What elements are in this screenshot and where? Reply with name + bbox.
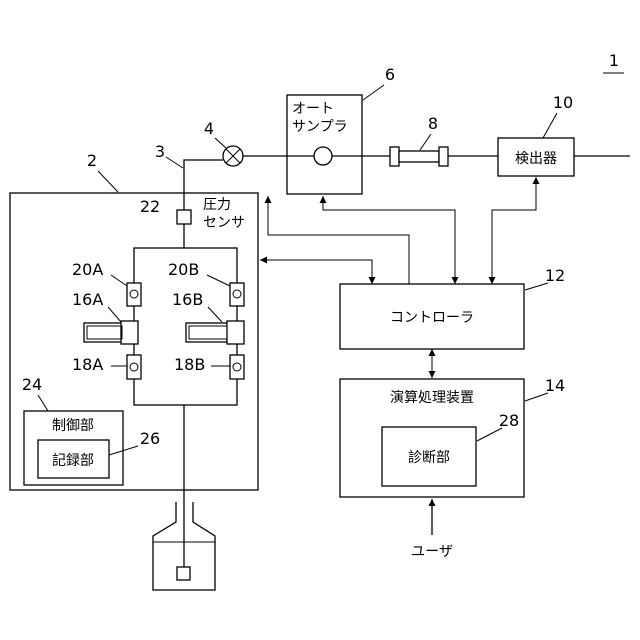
valve-leader xyxy=(215,138,226,148)
check-valve-20b-leader xyxy=(207,275,230,286)
pipe-leader xyxy=(166,157,183,168)
autosampler-number: 6 xyxy=(385,65,395,84)
signal-autosampler-b xyxy=(323,196,455,284)
check-valve-18a-number: 18A xyxy=(72,355,103,374)
pressure-sensor-number: 22 xyxy=(140,197,160,216)
controller-label: コントローラ xyxy=(390,310,474,326)
signal-detector xyxy=(492,177,536,284)
pump-16a xyxy=(84,321,138,344)
signal-autosampler xyxy=(268,196,409,284)
valve-number: 4 xyxy=(204,119,214,138)
recording-unit-label: 記録部 xyxy=(52,452,94,469)
check-valve-20a xyxy=(127,283,141,306)
check-valve-20b-number: 20B xyxy=(168,260,199,279)
pump-16b xyxy=(186,321,244,344)
pressure-sensor-label-2: センサ xyxy=(203,215,245,231)
processor-number: 14 xyxy=(545,376,565,395)
pump-16b-leader xyxy=(208,307,222,322)
pump-16a-number: 16A xyxy=(72,290,103,309)
check-valve-20b xyxy=(230,283,244,306)
autosampler-leader xyxy=(363,85,384,100)
pump-16b-number: 16B xyxy=(172,290,203,309)
control-unit-label: 制御部 xyxy=(52,418,94,434)
check-valve-20a-number: 20A xyxy=(72,260,103,279)
pump-16a-leader xyxy=(108,307,121,322)
autosampler-port xyxy=(314,147,332,165)
controller-number: 12 xyxy=(545,266,565,285)
column-number: 8 xyxy=(428,114,438,133)
check-valve-18a xyxy=(127,355,141,379)
diagnosis-leader xyxy=(477,428,502,441)
column-8 xyxy=(390,147,448,166)
autosampler-label-1: オート xyxy=(292,101,334,117)
valve-4 xyxy=(223,146,243,166)
controller-leader xyxy=(525,283,548,290)
autosampler-label-2: サンプラ xyxy=(292,119,348,135)
control-unit-number: 24 xyxy=(22,375,42,394)
system-number: 1 xyxy=(609,51,619,70)
diagnosis-number: 28 xyxy=(499,411,519,430)
pipe-number: 3 xyxy=(155,142,165,161)
control-unit-leader xyxy=(38,395,48,411)
processor-leader xyxy=(525,393,548,401)
detector-label: 検出器 xyxy=(515,151,557,167)
check-valve-20a-leader xyxy=(111,275,127,286)
pump-unit-leader xyxy=(98,171,118,192)
diagnosis-label: 診断部 xyxy=(408,450,450,466)
user-label: ユーザ xyxy=(411,544,453,560)
pressure-sensor xyxy=(177,210,191,224)
pressure-sensor-label-1: 圧力 xyxy=(203,197,231,213)
check-valve-18b xyxy=(230,355,244,379)
processor-label: 演算処理装置 xyxy=(390,390,474,406)
check-valve-18b-number: 18B xyxy=(174,355,205,374)
column-leader xyxy=(420,134,431,150)
recording-unit-number: 26 xyxy=(140,429,160,448)
pump-unit-number: 2 xyxy=(87,151,97,170)
detector-number: 10 xyxy=(553,93,573,112)
signal-pump-unit xyxy=(260,260,372,284)
detector-leader xyxy=(543,113,557,138)
